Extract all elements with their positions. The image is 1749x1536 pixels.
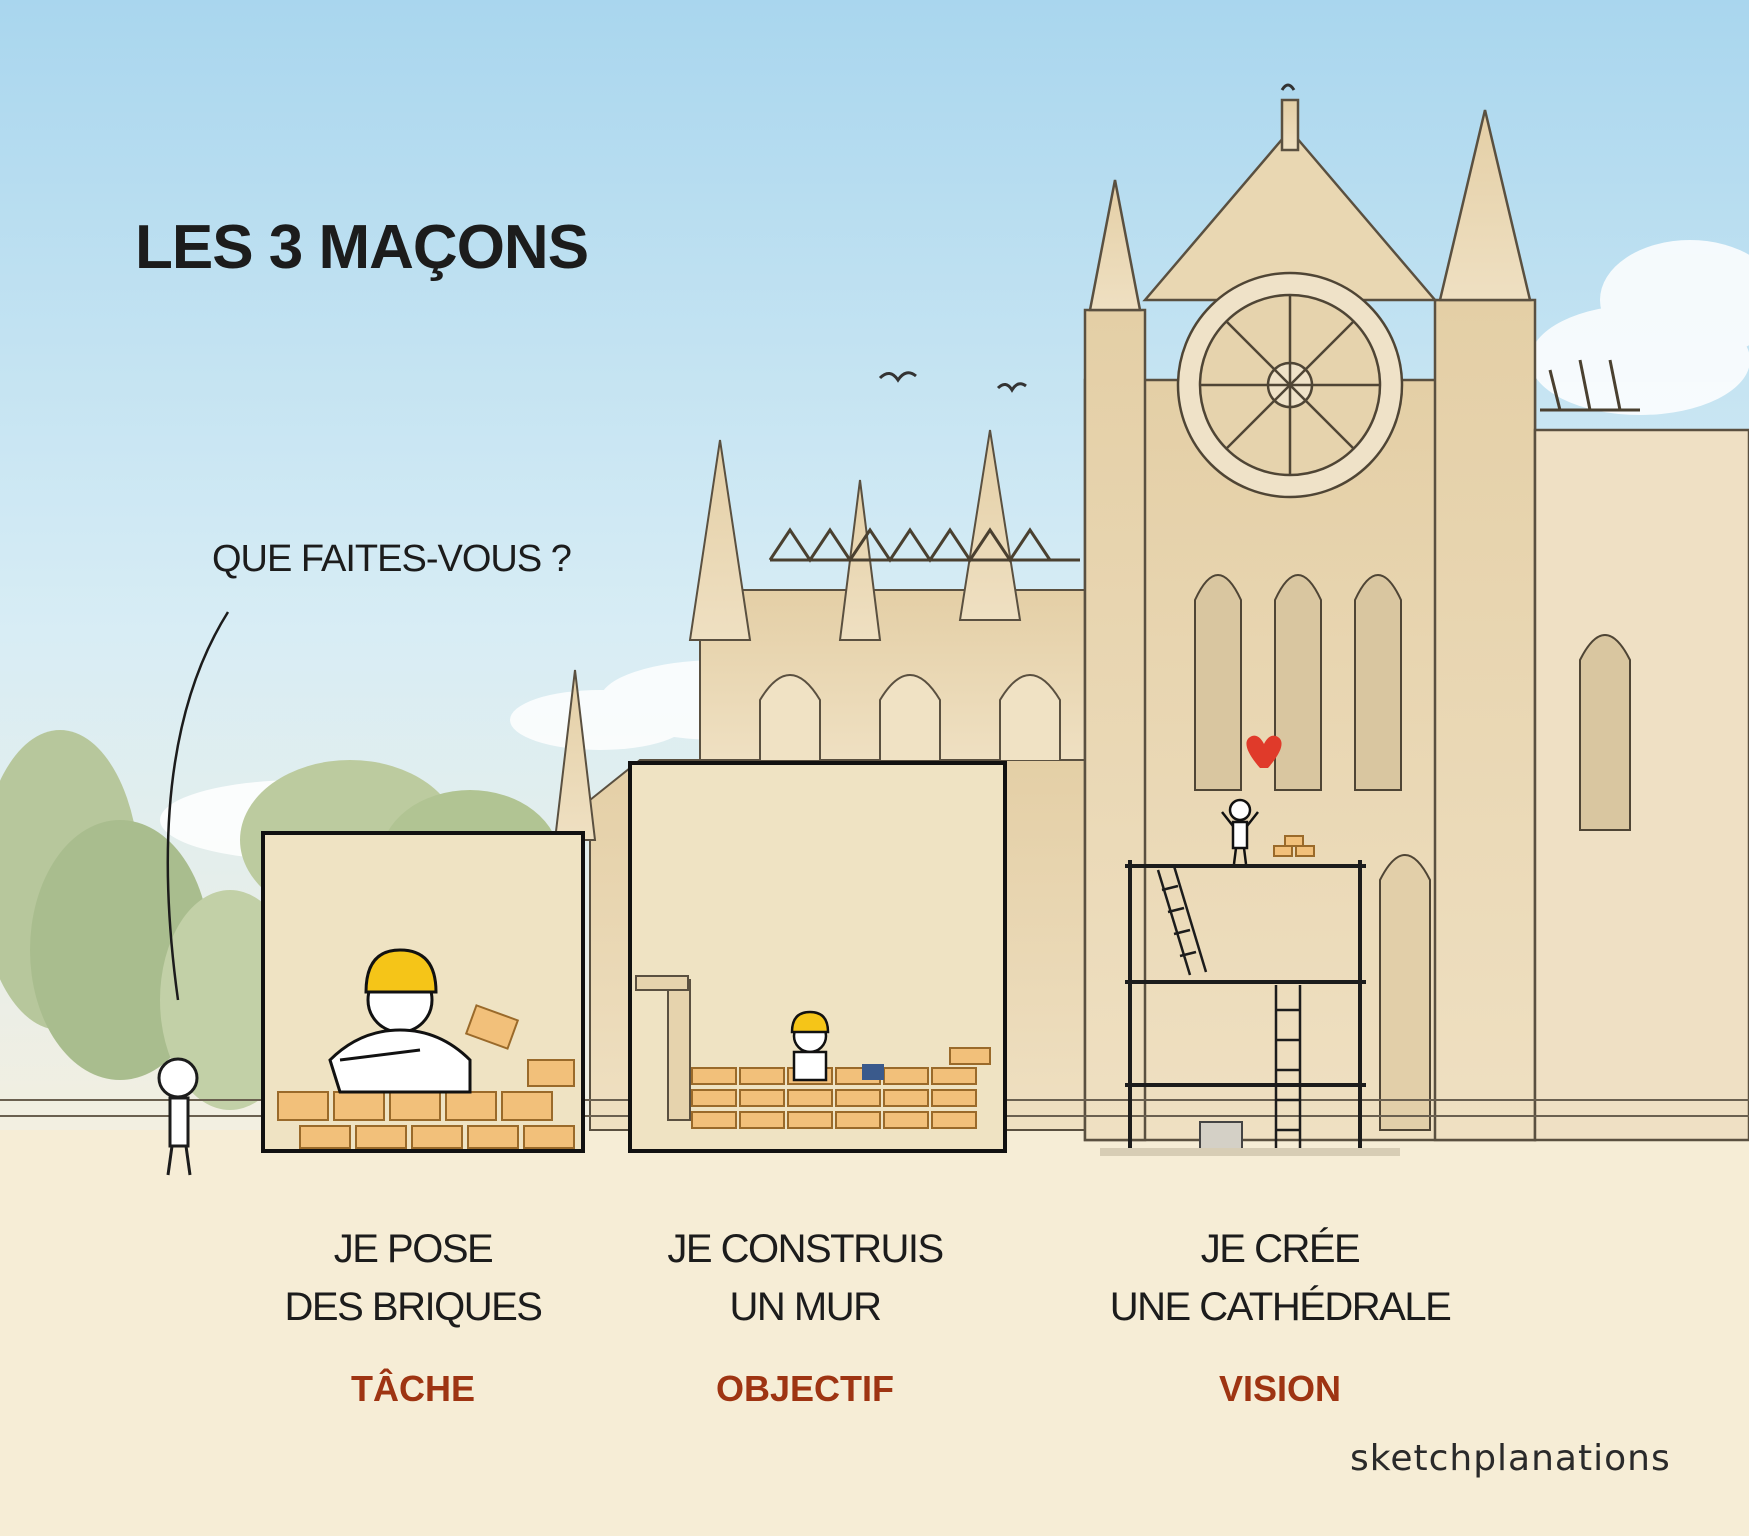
page-title: LES 3 MAÇONS xyxy=(135,213,589,282)
scaffold-icon xyxy=(1125,860,1366,1150)
mason-2-line2: UN MUR xyxy=(729,1285,882,1329)
brick-wall-icon xyxy=(277,1059,575,1149)
brand-signature: sketchplanations xyxy=(1350,1438,1671,1479)
mason-2-line1: JE CONSTRUIS xyxy=(667,1227,944,1271)
mason-1-line1: JE POSE xyxy=(333,1227,494,1271)
mason-3-line2: UNE CATHÉDRALE xyxy=(1109,1285,1452,1329)
helmet-icon xyxy=(364,948,438,994)
speech-question: QUE FAITES-VOUS ? xyxy=(212,538,572,580)
mason-1-line2: DES BRIQUES xyxy=(284,1285,543,1329)
bird-icon xyxy=(878,83,1296,393)
mason-2-caption: JE CONSTRUIS UN MUR xyxy=(595,1220,1015,1336)
label-objectif: OBJECTIF xyxy=(715,1368,894,1409)
heart-icon xyxy=(1246,735,1282,768)
mason-3-line1: JE CRÉE xyxy=(1200,1227,1361,1271)
mason-3-caption: JE CRÉE UNE CATHÉDRALE xyxy=(1070,1220,1490,1336)
mason-1-caption: JE POSE DES BRIQUES xyxy=(203,1220,623,1336)
label-tache: TÂCHE xyxy=(351,1368,475,1409)
ladder-icon xyxy=(1156,865,1302,1150)
label-vision: VISION xyxy=(1218,1368,1342,1409)
